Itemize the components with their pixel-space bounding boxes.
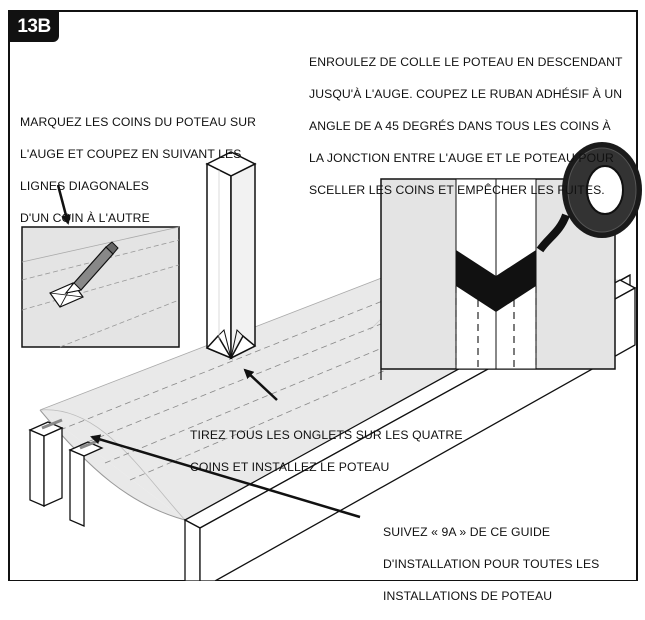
callout-line: COINS ET INSTALLEZ LE POTEAU: [190, 460, 390, 474]
callout-pull-tabs: TIREZ TOUS LES ONGLETS SUR LES QUATRE CO…: [190, 411, 463, 491]
callout-follow-guide: SUIVEZ « 9A » DE CE GUIDE D'INSTALLATION…: [383, 508, 599, 620]
callout-mark-corners: MARQUEZ LES COINS DU POTEAU SUR L'AUGE E…: [20, 98, 256, 242]
callout-line: L'AUGE ET COUPEZ EN SUIVANT LES: [20, 147, 242, 161]
arrow-to-inset: [56, 184, 71, 225]
callout-arrows: [56, 184, 361, 519]
post: [205, 151, 257, 360]
callout-line: LIGNES DIAGONALES: [20, 179, 150, 193]
callout-tape-instructions: ENROULEZ DE COLLE LE POTEAU EN DESCENDAN…: [309, 38, 623, 214]
callout-line: D'INSTALLATION POUR TOUTES LES: [383, 557, 600, 571]
inset-mark-corners: [21, 226, 180, 348]
callout-line: SUIVEZ « 9A » DE CE GUIDE: [383, 525, 551, 539]
callout-line: JUSQU'À L'AUGE. COUPEZ LE RUBAN ADHÉSIF …: [309, 87, 623, 101]
callout-line: ENROULEZ DE COLLE LE POTEAU EN DESCENDAN…: [309, 55, 623, 69]
tape-roll-icon: [536, 142, 642, 253]
step-number-badge: 13B: [9, 11, 59, 42]
callout-line: MARQUEZ LES COINS DU POTEAU SUR: [20, 115, 257, 129]
instruction-illustration: [8, 10, 642, 581]
board-mark-1: [41, 418, 63, 430]
callout-line: ANGLE DE A 45 DEGRÉS DANS TOUS LES COINS…: [309, 119, 611, 133]
callout-line: SCELLER LES COINS ET EMPÊCHER LES FUITES…: [309, 183, 605, 197]
arrow-to-board: [90, 434, 361, 519]
callout-line: INSTALLATIONS DE POTEAU: [383, 589, 553, 603]
callout-line: LA JONCTION ENTRE L'AUGE ET LE POTEAU PO…: [309, 151, 614, 165]
callout-line: D'UN COIN À L'AUTRE: [20, 211, 150, 225]
arrow-to-post-tabs: [243, 368, 278, 401]
callout-line: TIREZ TOUS LES ONGLETS SUR LES QUATRE: [190, 428, 463, 442]
